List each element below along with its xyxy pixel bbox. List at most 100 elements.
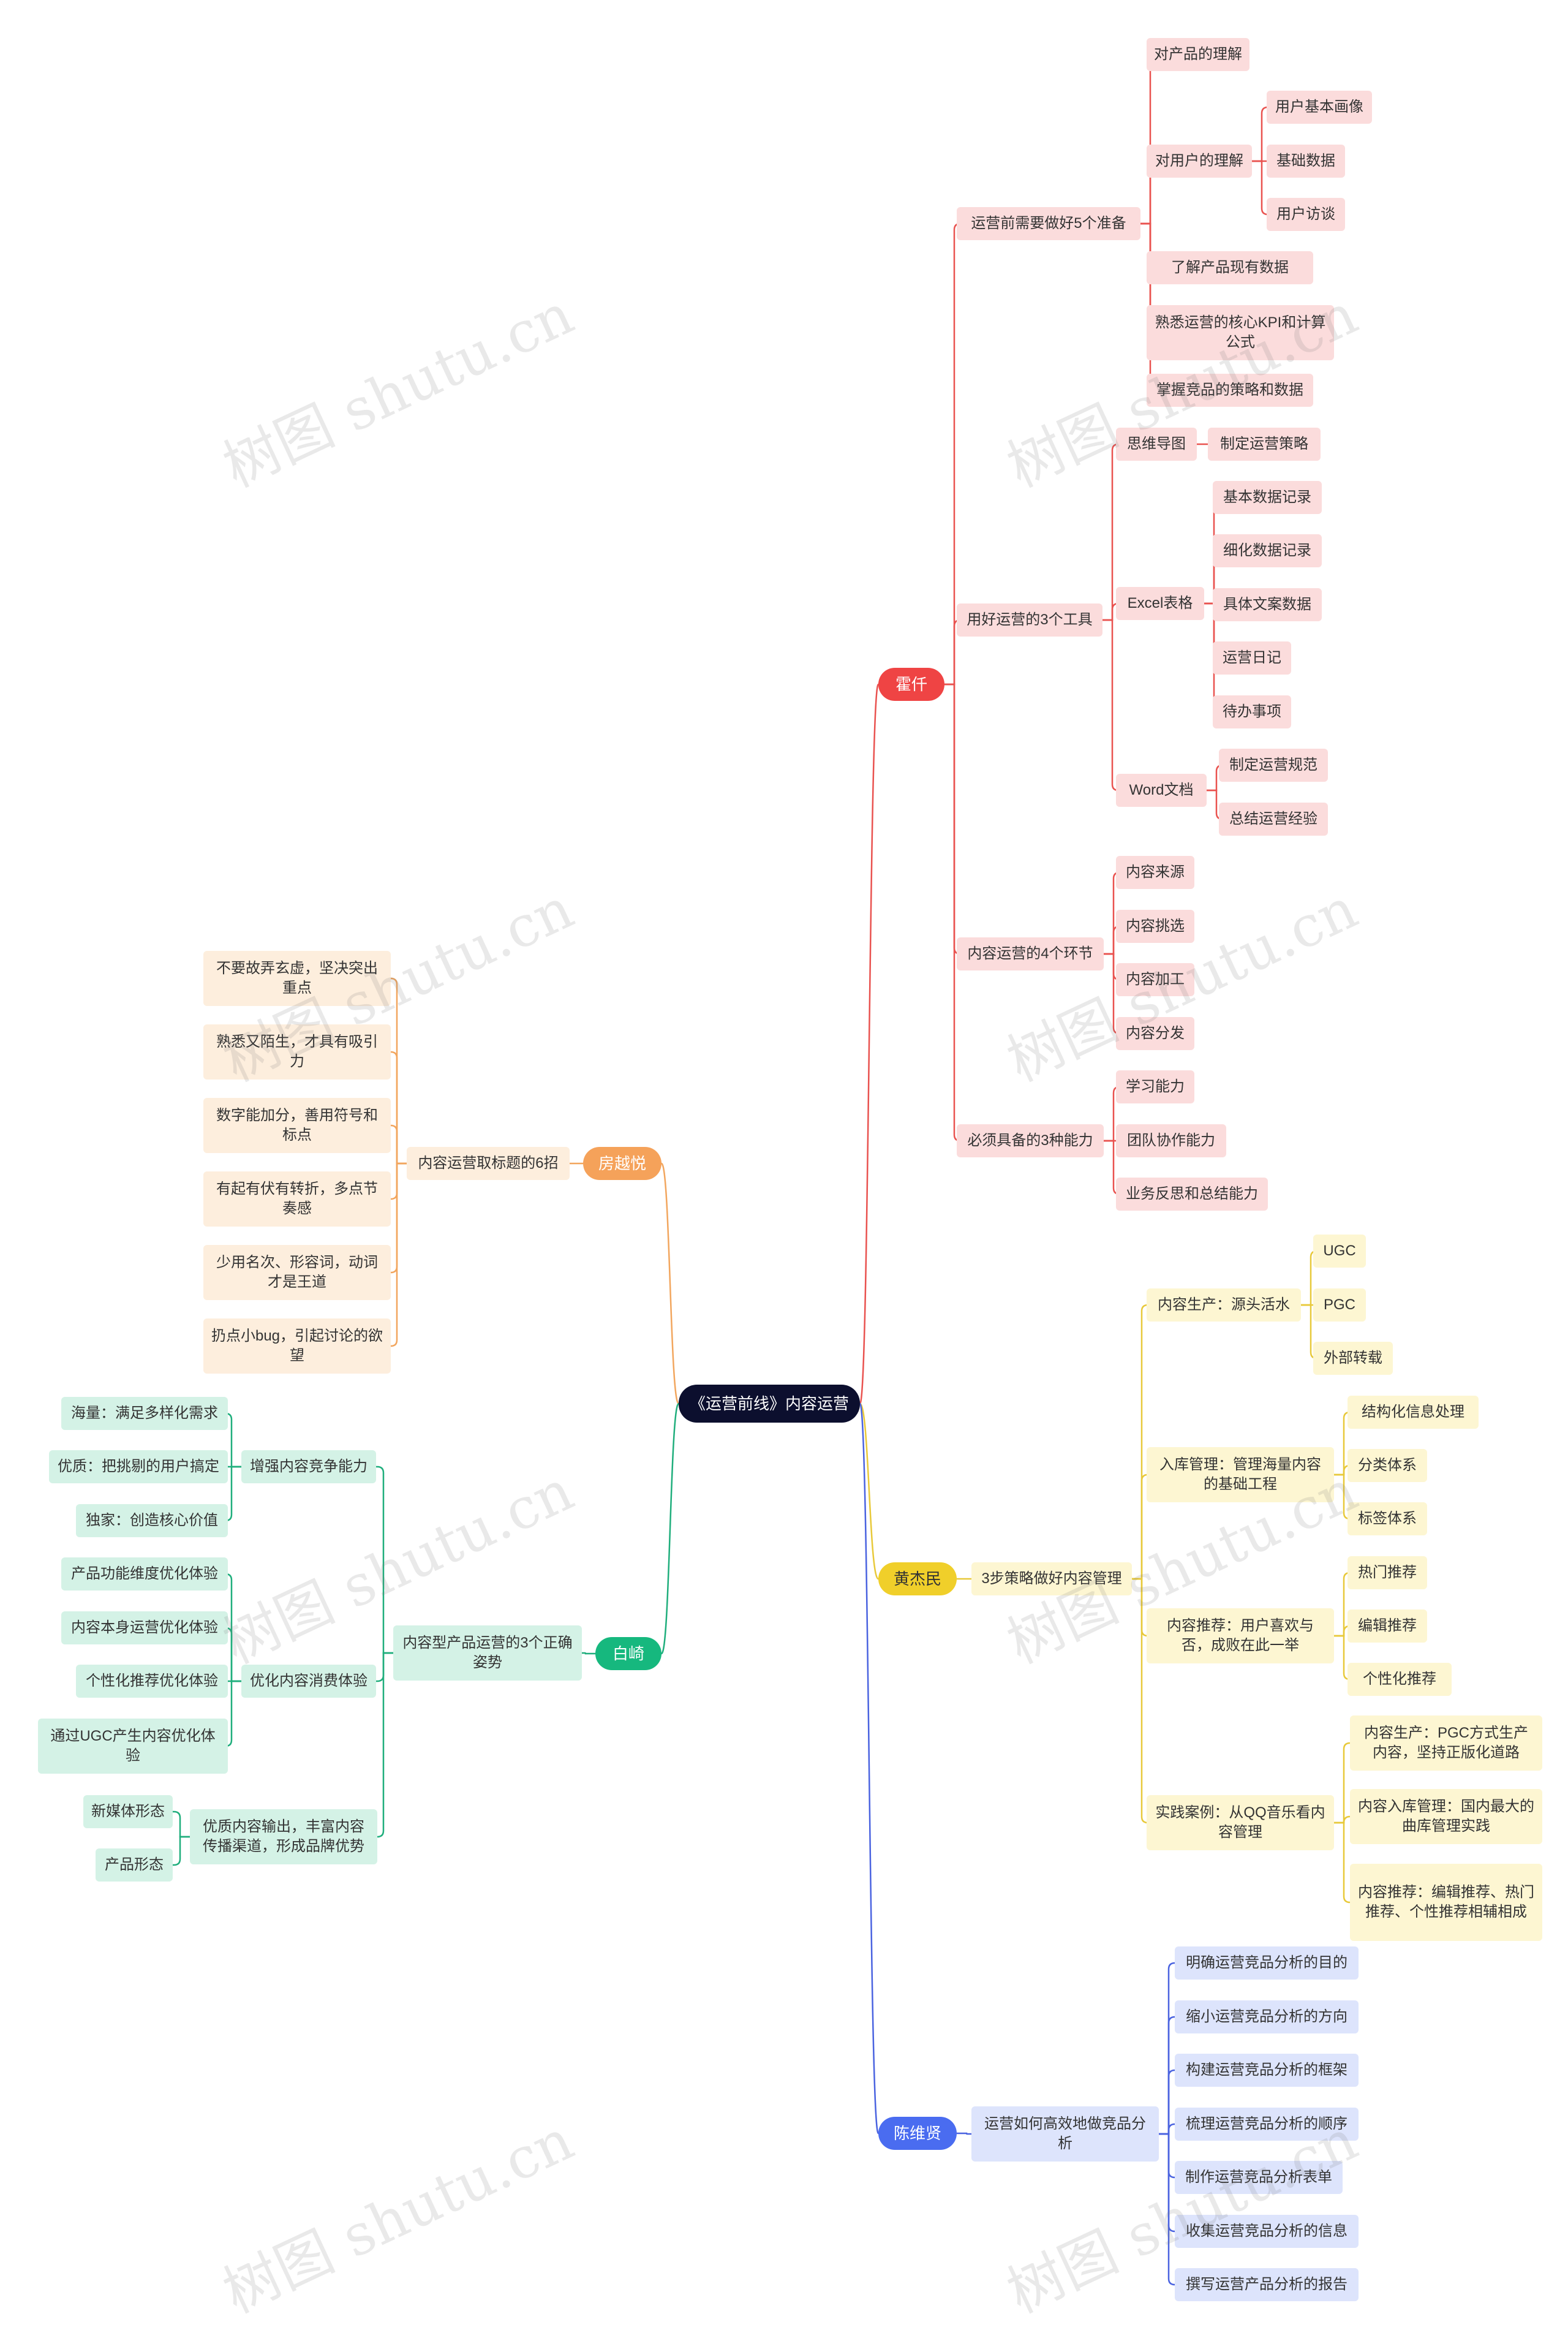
topic-node[interactable]: 对产品的理解 bbox=[1147, 38, 1250, 71]
topic-node[interactable]: 构建运营竞品分析的框架 bbox=[1175, 2054, 1359, 2087]
topic-node[interactable]: 团队协作能力 bbox=[1116, 1124, 1226, 1157]
topic-node[interactable]: 了解产品现有数据 bbox=[1147, 251, 1313, 284]
connector-line bbox=[1252, 160, 1268, 216]
topic-node[interactable]: 内容入库管理：国内最大的曲库管理实践 bbox=[1350, 1789, 1542, 1844]
connector-line bbox=[859, 1402, 880, 1580]
connector-line bbox=[377, 1652, 393, 1838]
branch-fang[interactable]: 房越悦 bbox=[583, 1147, 662, 1180]
topic-node[interactable]: 梳理运营竞品分析的顺序 bbox=[1175, 2108, 1359, 2141]
topic-node[interactable]: 编辑推荐 bbox=[1348, 1609, 1427, 1643]
topic-node[interactable]: 内容挑选 bbox=[1116, 910, 1194, 943]
topic-node[interactable]: 收集运营竞品分析的信息 bbox=[1175, 2215, 1359, 2248]
topic-node[interactable]: 有起有伏有转折，多点节奏感 bbox=[203, 1171, 391, 1227]
topic-node[interactable]: 内容推荐：编辑推荐、热门推荐、个性推荐相辅相成 bbox=[1350, 1864, 1542, 1941]
topic-node[interactable]: 实践案例：从QQ音乐看内容管理 bbox=[1147, 1795, 1334, 1850]
topic-node[interactable]: 用好运营的3个工具 bbox=[957, 603, 1102, 637]
topic-node[interactable]: 内容生产：源头活水 bbox=[1147, 1288, 1301, 1322]
connector-line bbox=[1132, 1578, 1148, 1637]
topic-node[interactable]: 明确运营竞品分析的目的 bbox=[1175, 1946, 1359, 1980]
connector-line bbox=[944, 683, 961, 955]
topic-node[interactable]: 撰写运营产品分析的报告 bbox=[1175, 2268, 1359, 2301]
topic-node[interactable]: 制定运营策略 bbox=[1208, 428, 1321, 461]
topic-node[interactable]: 海量：满足多样化需求 bbox=[61, 1397, 228, 1430]
branch-chen[interactable]: 陈维贤 bbox=[878, 2117, 957, 2150]
connector-line bbox=[859, 683, 880, 1405]
topic-node[interactable]: 制作运营竞品分析表单 bbox=[1175, 2161, 1343, 2194]
topic-node[interactable]: 不要故弄玄虚，坚决突出重点 bbox=[203, 951, 391, 1006]
topic-node[interactable]: 基础数据 bbox=[1267, 145, 1345, 178]
topic-node[interactable]: 内容分发 bbox=[1116, 1017, 1194, 1050]
topic-node[interactable]: 总结运营经验 bbox=[1219, 803, 1328, 836]
connector-line bbox=[390, 1162, 407, 1347]
topic-node[interactable]: 个性化推荐优化体验 bbox=[76, 1665, 228, 1698]
topic-node[interactable]: 细化数据记录 bbox=[1213, 534, 1322, 567]
topic-node[interactable]: 个性化推荐 bbox=[1348, 1663, 1452, 1696]
topic-node[interactable]: 掌握竞品的策略和数据 bbox=[1147, 374, 1313, 407]
topic-node[interactable]: 通过UGC产生内容优化体验 bbox=[38, 1719, 228, 1774]
topic-node[interactable]: 3步策略做好内容管理 bbox=[971, 1562, 1132, 1595]
root-topic[interactable]: 《运营前线》内容运营 bbox=[679, 1385, 860, 1423]
topic-node[interactable]: 运营前需要做好5个准备 bbox=[957, 207, 1140, 240]
topic-node[interactable]: 必须具备的3种能力 bbox=[957, 1124, 1104, 1157]
topic-node[interactable]: 少用名次、形容词，动词才是王道 bbox=[203, 1245, 391, 1300]
topic-node[interactable]: 内容推荐：用户喜欢与否，成败在此一举 bbox=[1147, 1608, 1334, 1663]
topic-node[interactable]: UGC bbox=[1313, 1235, 1366, 1268]
topic-node[interactable]: 优化内容消费体验 bbox=[241, 1665, 376, 1698]
branch-huang[interactable]: 黄杰民 bbox=[878, 1562, 957, 1595]
topic-node[interactable]: 数字能加分，善用符号和标点 bbox=[203, 1098, 391, 1153]
connector-line bbox=[1132, 1578, 1148, 1824]
connector-line bbox=[390, 1162, 407, 1274]
connector-line bbox=[1132, 1304, 1148, 1580]
topic-node[interactable]: 产品形态 bbox=[96, 1848, 173, 1882]
branch-huo[interactable]: 霍仟 bbox=[878, 668, 944, 701]
topic-node[interactable]: 入库管理：管理海量内容的基础工程 bbox=[1147, 1447, 1334, 1502]
topic-node[interactable]: 产品功能维度优化体验 bbox=[61, 1557, 228, 1591]
connector-line bbox=[390, 1162, 407, 1200]
topic-node[interactable]: 外部转载 bbox=[1313, 1342, 1393, 1375]
topic-node[interactable]: 运营如何高效地做竞品分析 bbox=[971, 2106, 1159, 2162]
topic-node[interactable]: 新媒体形态 bbox=[83, 1795, 173, 1828]
topic-node[interactable]: 业务反思和总结能力 bbox=[1116, 1178, 1268, 1211]
topic-node[interactable]: 优质内容输出，丰富内容传播渠道，形成品牌优势 bbox=[190, 1809, 377, 1864]
connector-line bbox=[390, 977, 407, 1165]
connector-line bbox=[1132, 1473, 1148, 1580]
connector-line bbox=[1334, 1815, 1351, 1824]
topic-node[interactable]: 运营日记 bbox=[1213, 641, 1291, 675]
topic-node[interactable]: 内容加工 bbox=[1116, 963, 1194, 996]
topic-node[interactable]: 扔点小bug，引起讨论的欲望 bbox=[203, 1318, 391, 1374]
topic-node[interactable]: 热门推荐 bbox=[1348, 1556, 1427, 1589]
topic-node[interactable]: 内容生产：PGC方式生产内容，坚持正版化道路 bbox=[1350, 1715, 1542, 1771]
topic-node[interactable]: 分类体系 bbox=[1348, 1449, 1427, 1482]
topic-node[interactable]: 内容本身运营优化体验 bbox=[61, 1611, 228, 1644]
topic-node[interactable]: 内容来源 bbox=[1116, 856, 1194, 889]
topic-node[interactable]: 熟悉运营的核心KPI和计算公式 bbox=[1147, 305, 1334, 360]
topic-node[interactable]: 标签体系 bbox=[1348, 1502, 1427, 1535]
connector-line bbox=[1159, 2069, 1175, 2135]
topic-node[interactable]: 制定运营规范 bbox=[1219, 749, 1328, 782]
topic-node[interactable]: 思维导图 bbox=[1116, 428, 1197, 461]
topic-node[interactable]: 具体文案数据 bbox=[1213, 588, 1322, 621]
topic-node[interactable]: 学习能力 bbox=[1116, 1070, 1194, 1103]
connector-line bbox=[944, 683, 961, 1142]
branch-bai[interactable]: 白崎 bbox=[595, 1637, 662, 1670]
topic-node[interactable]: 内容型产品运营的3个正确姿势 bbox=[393, 1625, 582, 1681]
topic-node[interactable]: 待办事项 bbox=[1213, 695, 1291, 728]
topic-node[interactable]: 对用户的理解 bbox=[1147, 145, 1252, 178]
topic-node[interactable]: 内容运营取标题的6招 bbox=[407, 1147, 570, 1180]
topic-node[interactable]: 增强内容竞争能力 bbox=[241, 1450, 376, 1483]
topic-node[interactable]: 缩小运营竞品分析的方向 bbox=[1175, 2000, 1359, 2033]
topic-node[interactable]: Word文档 bbox=[1116, 774, 1207, 807]
topic-node[interactable]: 用户访谈 bbox=[1267, 198, 1345, 231]
connector-line bbox=[1159, 2133, 1175, 2179]
topic-node[interactable]: Excel表格 bbox=[1116, 587, 1204, 620]
topic-node[interactable]: 结构化信息处理 bbox=[1348, 1396, 1479, 1429]
connector-line bbox=[1252, 106, 1268, 162]
topic-node[interactable]: 独家：创造核心价值 bbox=[76, 1504, 228, 1537]
topic-node[interactable]: 内容运营的4个环节 bbox=[957, 937, 1104, 970]
topic-node[interactable]: 熟悉又陌生，才具有吸引力 bbox=[203, 1024, 391, 1080]
topic-node[interactable]: 基本数据记录 bbox=[1213, 481, 1322, 514]
topic-node[interactable]: 用户基本画像 bbox=[1267, 91, 1372, 124]
topic-node[interactable]: PGC bbox=[1313, 1288, 1366, 1322]
topic-node[interactable]: 优质：把挑剔的用户搞定 bbox=[49, 1450, 228, 1483]
